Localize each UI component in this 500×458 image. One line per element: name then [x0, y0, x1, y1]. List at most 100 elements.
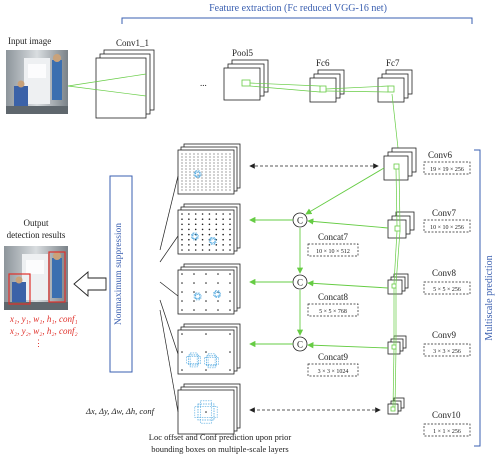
grid-dot [217, 189, 219, 191]
grid-dot [189, 171, 191, 173]
concat7-dims-box [307, 243, 359, 257]
grid-dot [201, 168, 203, 170]
anchor-box [186, 356, 201, 364]
grid-dot [213, 168, 215, 170]
output-formula-line1: x₁, y₁, w₁, h₁, conf₁ [9, 314, 78, 324]
grid-dot [222, 223, 224, 226]
grid-dot [181, 369, 183, 371]
backbone-green-lines [67, 73, 399, 149]
concat8-label: Concat8 [318, 292, 348, 302]
conv8-label: Conv8 [432, 268, 457, 278]
grid-dot [193, 291, 195, 293]
grid-dot [189, 183, 191, 185]
grid-dot [215, 228, 218, 231]
grid-dot [189, 168, 191, 170]
anchor-box [193, 172, 202, 177]
grid-dot [229, 333, 231, 335]
grid-dot [185, 156, 187, 158]
grid-dot [181, 249, 183, 251]
grid-dot [205, 333, 207, 335]
pool5-block: Pool5 [223, 48, 269, 101]
grid-dot [209, 165, 211, 167]
grid-dot [189, 180, 191, 182]
grid-dot [217, 162, 219, 164]
concat9-symbol: C [297, 340, 303, 350]
grid-dot [213, 186, 215, 188]
grid-dot [229, 238, 231, 241]
grid-dot [185, 186, 187, 188]
anchor-box [208, 238, 217, 243]
grid-dot [181, 291, 183, 293]
grid-dot [185, 183, 187, 185]
grid-dot [208, 233, 211, 236]
grid-dot [205, 291, 207, 293]
grid-dot [181, 183, 183, 185]
grid-dot [208, 244, 211, 246]
grid-dot [185, 177, 187, 179]
grid-dot [197, 168, 199, 170]
grid-dot [221, 156, 223, 158]
grid-dot [209, 189, 211, 191]
grid-dot [181, 351, 183, 353]
grid-dot [222, 244, 224, 246]
grid-dot [222, 218, 224, 220]
grid-dot [209, 183, 211, 185]
grid-dot [181, 282, 183, 284]
grid-dot [229, 177, 231, 179]
grid-dot [225, 159, 227, 161]
anchor-box [206, 355, 218, 367]
grid-dot [205, 153, 207, 155]
grid-dot [201, 186, 203, 188]
conv6-dims-box [423, 161, 471, 175]
grid-dot [221, 168, 223, 170]
grid-dot [217, 183, 219, 185]
anchor-box [194, 406, 218, 418]
grid-dot [189, 174, 191, 176]
fc6-block: Fc6 [309, 58, 345, 103]
grid-dot [205, 159, 207, 161]
grid-dot [201, 180, 203, 182]
grid-dot [201, 238, 204, 241]
detection-box-2 [8, 273, 31, 305]
grid-dot [229, 233, 231, 236]
anchor-box [197, 403, 215, 421]
anchor-box [189, 352, 198, 368]
grid-dot [201, 233, 204, 236]
grid-dot [181, 223, 183, 226]
grid-dot [193, 153, 195, 155]
conv1-1-block: Conv1_1 [95, 38, 155, 119]
grid-dot [217, 282, 219, 284]
grid-dot [217, 153, 219, 155]
grid-dot [213, 177, 215, 179]
grid-dot [229, 186, 231, 188]
grid-dot [221, 183, 223, 185]
grid-dot [189, 165, 191, 167]
grid-dot [229, 309, 231, 311]
grid-dot [225, 174, 227, 176]
grid-dot [201, 223, 204, 226]
detection-box-1 [48, 251, 66, 303]
grid-dot [197, 180, 199, 182]
conv6-block: Conv6 19 × 19 × 256 [383, 147, 471, 181]
grid-dot [197, 189, 199, 191]
grid-dot [229, 165, 231, 167]
grid-dot [181, 177, 183, 179]
anchor-box [200, 400, 212, 424]
output-image [4, 246, 68, 310]
grid-dot [221, 186, 223, 188]
grid-dot [185, 165, 187, 167]
grid-dot [205, 174, 207, 176]
grid-dot [193, 156, 195, 158]
grid-dot [194, 249, 197, 251]
prediction-map-conv7 [177, 209, 235, 255]
grid-dot [193, 159, 195, 161]
anchor-box [191, 234, 199, 239]
conv6-label: Conv6 [428, 150, 453, 160]
grid-dot [205, 189, 207, 191]
grid-dot [188, 249, 190, 251]
grid-dot [181, 309, 183, 311]
grid-dot [215, 233, 218, 236]
nms-connector-lines [159, 175, 179, 413]
anchor-box [194, 293, 201, 300]
anchor-box [214, 291, 221, 298]
